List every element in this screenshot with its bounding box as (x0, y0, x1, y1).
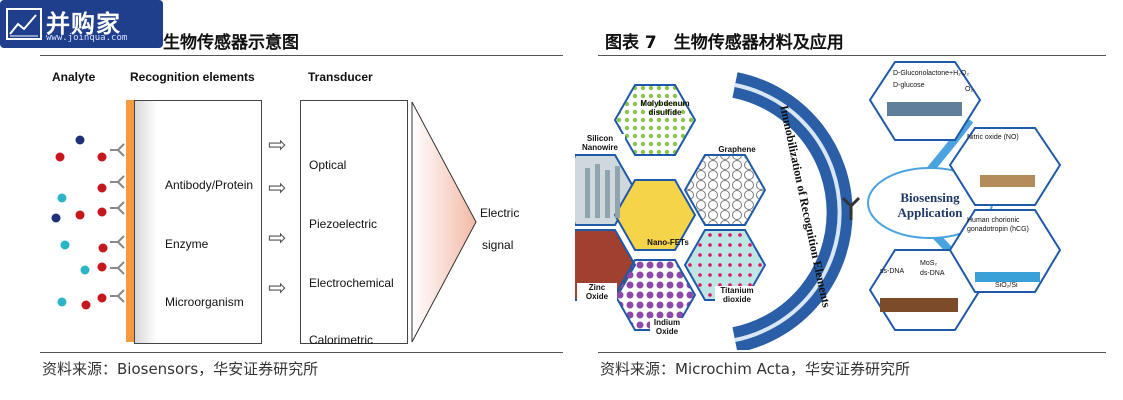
app-label-ssdna: ss-DNA (880, 268, 905, 275)
material-label: Molybdenum disulfide (640, 99, 690, 117)
recognition-box: Antibody/Protein Enzyme Microorganism (134, 100, 262, 344)
app-label-no: Nitric oxide (NO) (967, 134, 1019, 141)
material-label: Silicon Nanowire (575, 134, 625, 152)
recognition-item: Antibody/Protein (165, 178, 254, 192)
signal-triangle (411, 101, 477, 343)
left-figure-title: 生物传感器示意图 (163, 33, 299, 53)
app-label-substrate: SiO₂/Si (995, 282, 1018, 289)
center-label-line1: Biosensing (900, 190, 960, 205)
logo-url: www.joinqua.com (46, 33, 128, 43)
transducer-item: Optical (309, 158, 347, 172)
transducer-item: Piezoelectric (309, 217, 378, 231)
site-logo: 并购家 www.joinqua.com (0, 0, 163, 48)
right-source-text: 资料来源：Microchim Acta，华安证券研究所 (600, 360, 910, 378)
right-arrow-icon: ⇨ (268, 133, 287, 158)
transducer-header: Transducer (308, 70, 373, 84)
material-label: Indium Oxide (650, 318, 684, 336)
analyte-molecules (51, 135, 125, 310)
right-source-rule (598, 352, 1106, 353)
center-label-line2: Application (897, 205, 963, 220)
biosensor-materials-figure: Molybdenum disulfide Silicon Nanowire Gr… (575, 60, 1110, 350)
left-source-rule (40, 352, 563, 353)
sensor-surface-strip (126, 100, 134, 342)
biosensor-schematic: Analyte Recognition elements Transducer … (40, 60, 565, 350)
chart-logo-icon (6, 8, 42, 40)
recognition-item: Enzyme (165, 237, 209, 251)
left-title-rule (40, 55, 563, 56)
app-label-mos2: MoS₂ (920, 260, 938, 267)
material-label: Nano-FETs (647, 238, 689, 247)
transducer-item: Electrochemical (309, 276, 394, 290)
app-label-hcg-1: Human chorionic (967, 217, 1020, 224)
app-label-dsdna: ds-DNA (920, 270, 945, 277)
right-arrow-icon: ⇨ (268, 226, 287, 251)
recognition-header: Recognition elements (130, 70, 255, 84)
center-label: Biosensing Application (875, 190, 985, 220)
right-title-rule (598, 55, 1106, 56)
output-label-line2: signal (482, 238, 514, 252)
app-label-glucose: D-glucose (893, 82, 925, 89)
app-label-hcg-2: gonadotropin (hCG) (967, 226, 1029, 233)
app-label-o2: O₂ (965, 86, 974, 93)
transducer-box: Optical Piezoelectric Electrochemical Ca… (300, 100, 408, 347)
output-label-line1: Electric (480, 206, 520, 220)
right-figure-title: 图表 7 生物传感器材料及应用 (605, 33, 844, 53)
right-arrow-icon: ⇨ (268, 176, 287, 201)
logo-name: 并购家 (46, 10, 121, 38)
analyte-header: Analyte (52, 70, 96, 84)
transducer-item: Calorimetric (309, 333, 374, 347)
recognition-item: Microorganism (165, 295, 244, 309)
material-label: Zinc Oxide (577, 283, 617, 301)
left-source-text: 资料来源：Biosensors，华安证券研究所 (42, 360, 319, 378)
materials-graphic (575, 61, 1062, 350)
material-label: Titanium dioxide (715, 286, 759, 304)
material-label: Graphene (713, 145, 761, 154)
right-arrow-icon: ⇨ (268, 276, 287, 301)
app-label-glucose-product: D-Gluconolactone+H₂O₂ (893, 70, 970, 77)
